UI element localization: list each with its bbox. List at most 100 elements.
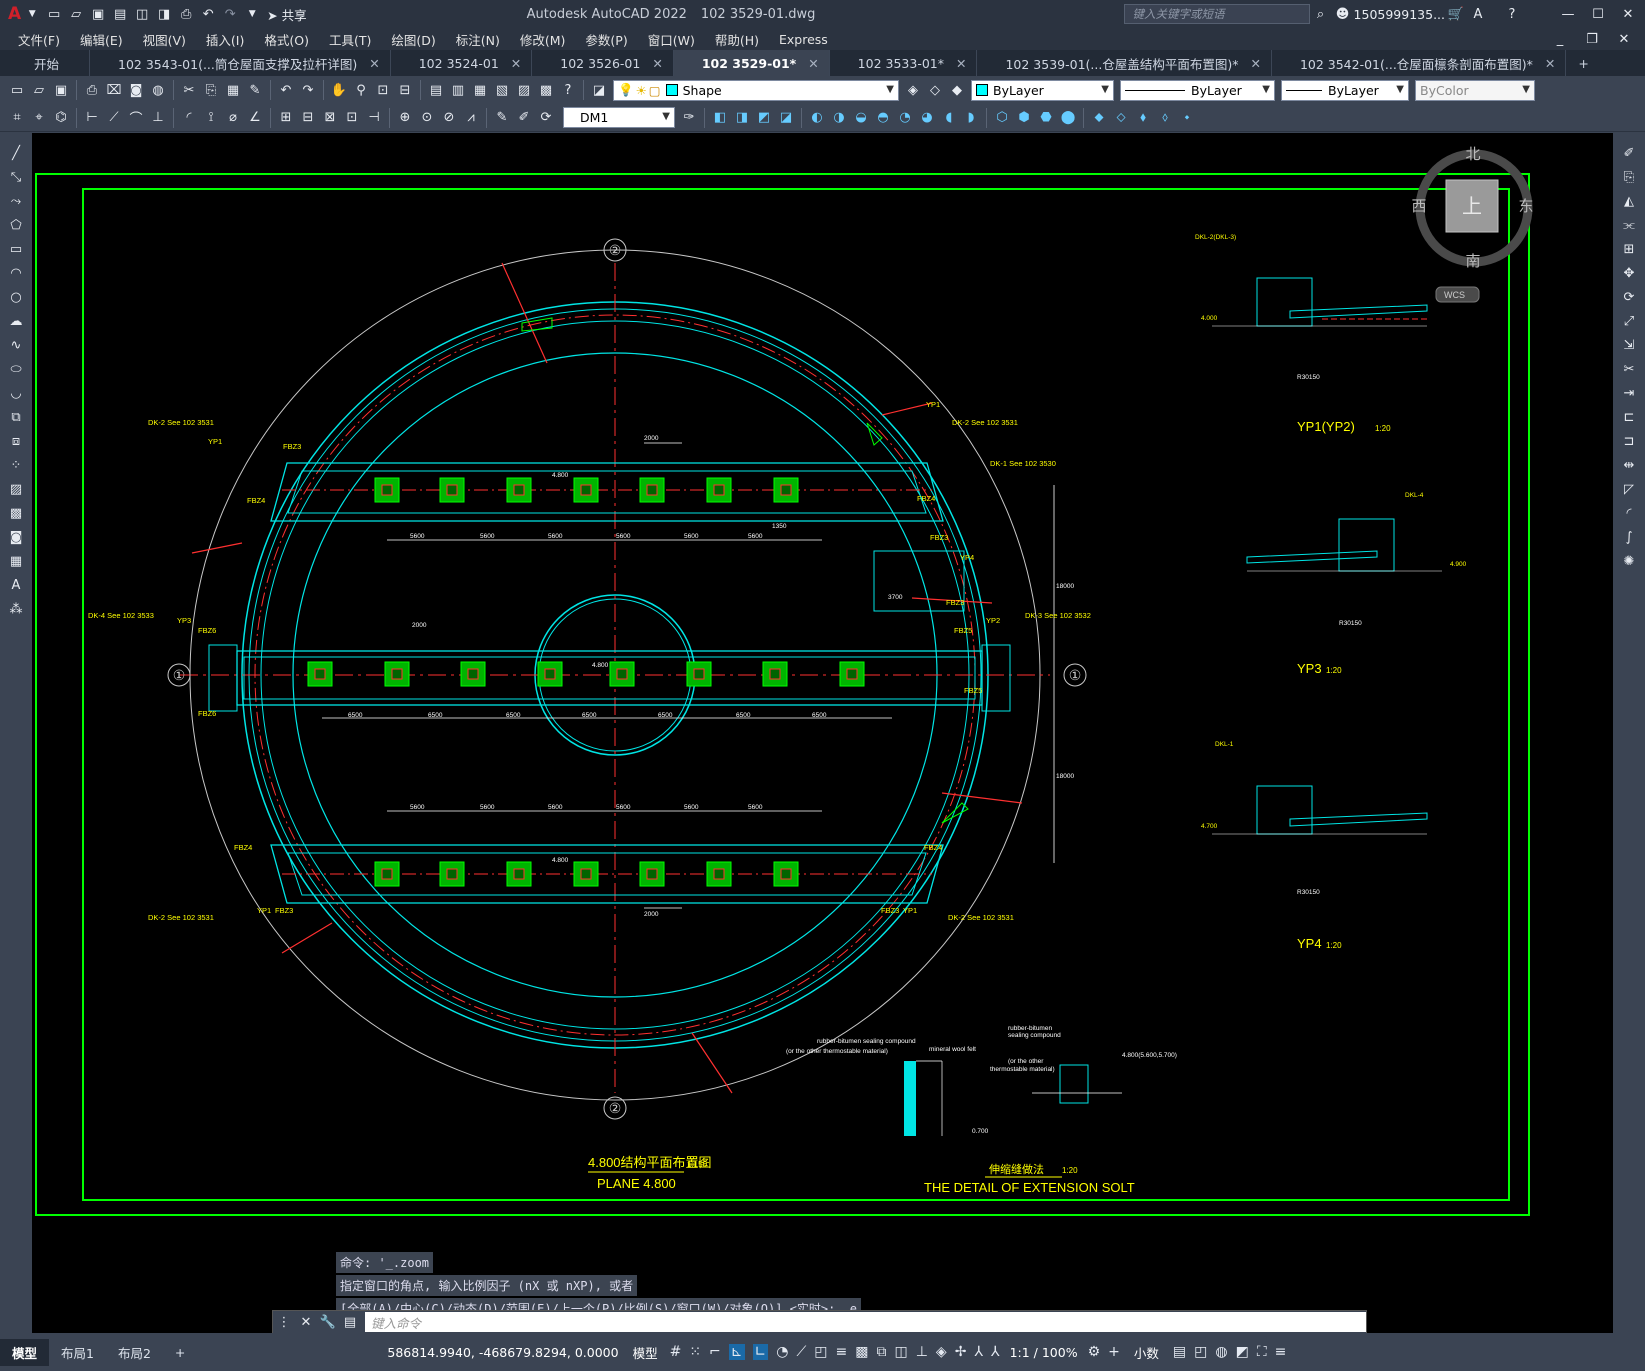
- xline-icon[interactable]: ⤡: [10, 169, 22, 185]
- new-icon[interactable]: ▭: [48, 6, 61, 22]
- pan-icon[interactable]: ✋: [330, 82, 348, 98]
- tab-3526[interactable]: 102 3526-01✕: [532, 50, 674, 76]
- paste-icon[interactable]: ▦: [226, 82, 240, 98]
- orbit-c-icon[interactable]: ◒: [855, 110, 867, 125]
- ucs-h-icon[interactable]: ⬨: [1162, 110, 1168, 125]
- grid-icon[interactable]: #: [669, 1344, 682, 1360]
- tab-close-icon[interactable]: ✕: [652, 55, 663, 71]
- linetype-dropdown[interactable]: ByLayer▼: [1120, 79, 1275, 101]
- compass-east[interactable]: 东: [1518, 198, 1533, 215]
- properties-icon[interactable]: ▤: [429, 82, 443, 98]
- maximize-icon[interactable]: ☐: [1592, 6, 1604, 22]
- search-input[interactable]: 键入关键字或短语: [1123, 4, 1310, 24]
- rectangle-icon[interactable]: ▭: [9, 241, 23, 257]
- orbit-d-icon[interactable]: ◓: [877, 110, 889, 125]
- dim-linear-icon[interactable]: ⊢: [86, 110, 98, 125]
- doc-minimize-icon[interactable]: _: [1556, 31, 1564, 47]
- layout-tab-model[interactable]: 模型: [0, 1338, 50, 1366]
- layer-properties-icon[interactable]: ◪: [592, 82, 606, 98]
- command-input[interactable]: 键入命令: [365, 1312, 1366, 1332]
- menu-help[interactable]: 帮助(H): [714, 32, 759, 48]
- dim-radius-icon[interactable]: ◜: [186, 110, 192, 125]
- open-icon[interactable]: ▱: [71, 6, 82, 22]
- tool-b-icon[interactable]: ⌖: [35, 110, 43, 125]
- save-icon[interactable]: ▣: [54, 82, 68, 98]
- tab-close-icon[interactable]: ✕: [955, 55, 967, 71]
- snap-icon[interactable]: ⁙: [689, 1344, 702, 1360]
- dim-angular-icon[interactable]: ∠: [249, 110, 261, 125]
- break-icon[interactable]: ⊣: [368, 110, 380, 125]
- save-icon[interactable]: ▣: [92, 6, 105, 22]
- copy-object-icon[interactable]: ⎘: [1623, 169, 1635, 185]
- tab-close-icon[interactable]: ✕: [1250, 55, 1261, 71]
- insert-block-icon[interactable]: ⧉: [11, 409, 21, 425]
- ucs-f-icon[interactable]: ⬦: [1116, 110, 1126, 125]
- minimize-icon[interactable]: —: [1561, 6, 1575, 22]
- web-save-icon[interactable]: ◨: [158, 6, 171, 22]
- web-open-icon[interactable]: ◫: [136, 6, 149, 22]
- orbit-a-icon[interactable]: ◐: [811, 110, 823, 125]
- compass-north[interactable]: 北: [1465, 146, 1480, 163]
- ucs-c-icon[interactable]: ⬣: [1040, 110, 1052, 125]
- close-icon[interactable]: ✕: [300, 1314, 312, 1330]
- markup-icon[interactable]: ▨: [517, 82, 531, 98]
- line-icon[interactable]: ╱: [12, 145, 20, 161]
- annotation-visibility-icon[interactable]: ⅄: [974, 1344, 983, 1360]
- doc-restore-icon[interactable]: ❐: [1586, 31, 1598, 47]
- break-icon[interactable]: ⊐: [1623, 433, 1635, 449]
- infer-icon[interactable]: ⌐: [709, 1344, 721, 1360]
- command-prompt-icon[interactable]: ▤: [343, 1314, 357, 1330]
- inspect-icon[interactable]: ⊘: [443, 110, 455, 125]
- polyline-icon[interactable]: ⤳: [10, 193, 22, 209]
- fillet-icon[interactable]: ◜: [1626, 505, 1632, 521]
- tab-3543[interactable]: 102 3543-01(...筒仓屋面支撑及拉杆详图)✕: [90, 50, 391, 76]
- ellipse-icon[interactable]: ⬭: [10, 361, 22, 377]
- spline-icon[interactable]: ∿: [10, 337, 22, 353]
- extend-icon[interactable]: ⇥: [1623, 385, 1635, 401]
- ucs-i-icon[interactable]: ⬩: [1184, 110, 1190, 125]
- app-menu-chevron-icon[interactable]: ▼: [28, 9, 36, 19]
- isolate-objects-icon[interactable]: ◍: [1215, 1344, 1228, 1360]
- view-a-icon[interactable]: ◧: [713, 110, 727, 125]
- customize-status-icon[interactable]: ≡: [1274, 1344, 1287, 1360]
- dim-arc-icon[interactable]: ⌒: [129, 112, 143, 127]
- arc-icon[interactable]: ◠: [10, 265, 22, 281]
- ucs-g-icon[interactable]: ⬧: [1140, 110, 1146, 125]
- coordinate-readout[interactable]: 586814.9940, -468679.8294, 0.0000: [387, 1344, 619, 1360]
- erase-icon[interactable]: ✐: [1623, 145, 1635, 161]
- close-icon[interactable]: ✕: [1622, 6, 1634, 22]
- menu-draw[interactable]: 绘图(D): [391, 32, 436, 48]
- compass-west[interactable]: 西: [1411, 198, 1426, 215]
- undo-icon[interactable]: ↶: [202, 6, 214, 22]
- menu-modify[interactable]: 修改(M): [519, 32, 566, 48]
- dimtedit-icon[interactable]: ✐: [518, 110, 530, 125]
- space-icon[interactable]: ⊡: [346, 110, 358, 125]
- quick-properties-icon[interactable]: ▤: [1172, 1344, 1187, 1360]
- tab-3529-active[interactable]: 102 3529-01*✕: [673, 50, 830, 76]
- trim-icon[interactable]: ✂: [1623, 361, 1635, 377]
- ellipse-arc-icon[interactable]: ◡: [10, 385, 22, 401]
- zoom-window-icon[interactable]: ⊡: [377, 82, 389, 98]
- orbit-g-icon[interactable]: ◖: [945, 110, 953, 125]
- scale-icon[interactable]: ⤢: [1623, 313, 1635, 329]
- tab-close-icon[interactable]: ✕: [510, 55, 522, 71]
- menu-express[interactable]: Express: [778, 31, 828, 47]
- drawing-canvas[interactable]: ② ② ① ① DK-2 See 102 3531 YP1 FBZ3 FBZ4 …: [32, 133, 1613, 1333]
- jogged-linear-icon[interactable]: ⩘: [467, 110, 475, 125]
- new-tab-button[interactable]: +: [1566, 50, 1600, 76]
- baseline-icon[interactable]: ⊟: [302, 110, 314, 125]
- menu-insert[interactable]: 插入(I): [205, 32, 245, 48]
- move-icon[interactable]: ✥: [1623, 265, 1635, 281]
- offset-icon[interactable]: ⫘: [1623, 217, 1635, 233]
- join-icon[interactable]: ⇹: [1623, 457, 1635, 473]
- ucs-d-icon[interactable]: ⬤: [1060, 110, 1076, 125]
- doc-close-icon[interactable]: ✕: [1618, 31, 1630, 47]
- stretch-icon[interactable]: ⇲: [1623, 337, 1635, 353]
- clean-screen-icon[interactable]: ⛶: [1256, 1344, 1267, 1360]
- ucs-a-icon[interactable]: ⬡: [996, 110, 1008, 125]
- annotation-monitor-icon[interactable]: +: [1108, 1344, 1120, 1360]
- tab-3533[interactable]: 102 3533-01*✕: [830, 50, 978, 76]
- add-selected-icon[interactable]: ⁂: [9, 601, 23, 617]
- mirror-icon[interactable]: ◭: [1624, 193, 1634, 209]
- menu-window[interactable]: 窗口(W): [647, 32, 695, 48]
